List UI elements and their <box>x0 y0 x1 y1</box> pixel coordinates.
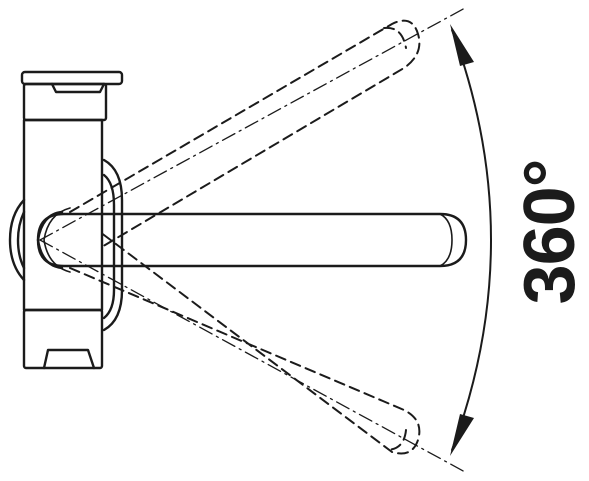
swivel-joint <box>36 207 71 273</box>
faucet-base <box>8 70 124 370</box>
arrowhead-bottom <box>450 414 474 456</box>
rotation-axes <box>39 7 466 473</box>
rotation-arc <box>451 29 492 451</box>
rotation-angle-label: 360° <box>510 159 589 305</box>
arrowhead-top <box>450 24 474 66</box>
spout-solid <box>36 212 468 268</box>
spout-ghost-lower <box>69 231 421 455</box>
